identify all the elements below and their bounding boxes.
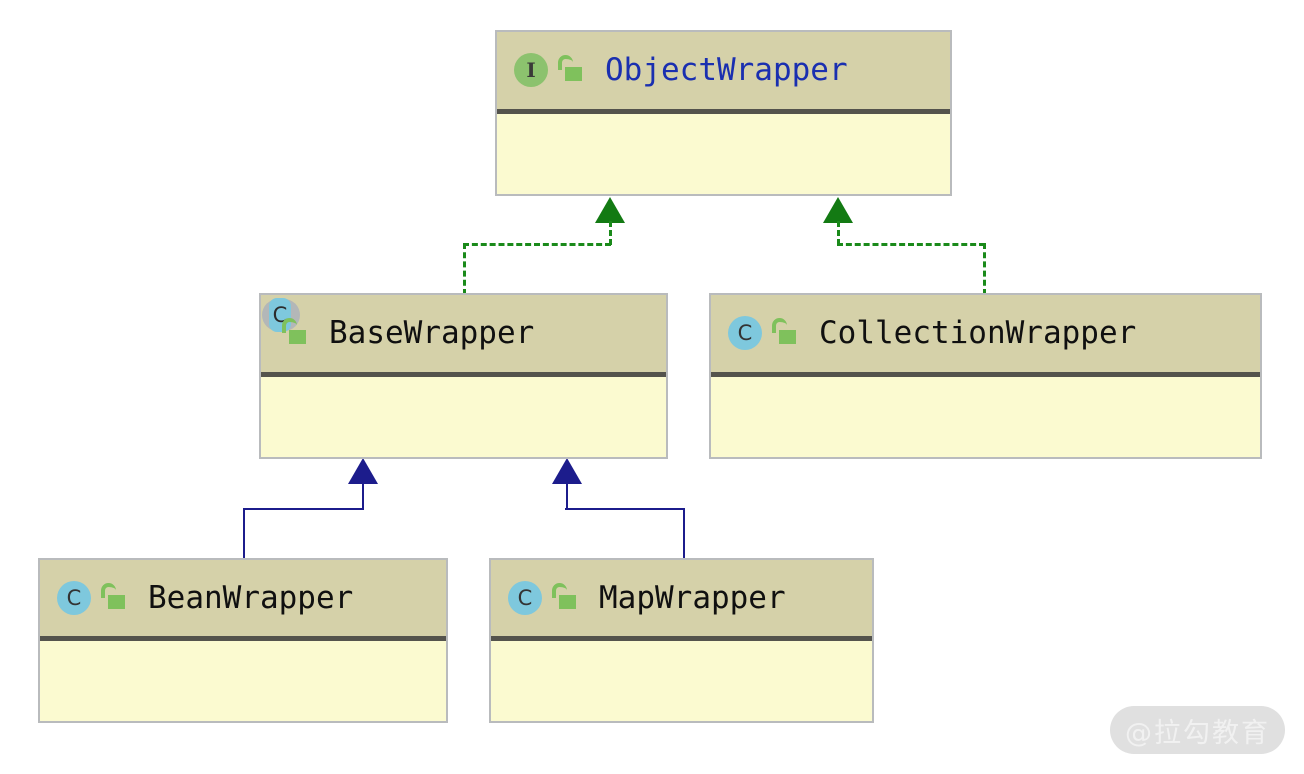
padlock-shackle <box>101 583 116 599</box>
padlock-shackle <box>282 318 297 334</box>
padlock-shackle <box>558 55 573 71</box>
class-icon: C <box>505 578 545 618</box>
class-name-map-wrapper: MapWrapper <box>599 580 786 617</box>
class-members-object-wrapper <box>497 113 950 194</box>
padlock-body <box>108 595 125 610</box>
class-box-collection-wrapper[interactable]: C CollectionWrapper <box>709 293 1262 459</box>
class-header-object-wrapper: I ObjectWrapper <box>497 32 950 114</box>
generalization-segment-bean-v2 <box>243 508 245 560</box>
realization-arrowhead-collection <box>823 197 853 223</box>
class-box-bean-wrapper[interactable]: C BeanWrapper <box>38 558 448 723</box>
class-header-map-wrapper: C MapWrapper <box>491 560 872 642</box>
class-name-object-wrapper: ObjectWrapper <box>605 52 848 89</box>
class-icon-letter: C <box>728 316 762 351</box>
class-icon: C <box>54 578 94 618</box>
class-icon: C <box>725 313 765 353</box>
class-members-collection-wrapper <box>711 376 1260 457</box>
padlock-body <box>565 67 582 82</box>
open-padlock-icon <box>771 318 797 348</box>
generalization-segment-map-h <box>565 508 684 510</box>
generalization-arrowhead-bean <box>348 458 378 484</box>
open-padlock-icon <box>557 55 583 85</box>
class-box-base-wrapper[interactable]: C BaseWrapper <box>259 293 668 459</box>
generalization-arrowhead-map <box>552 458 582 484</box>
padlock-body <box>289 330 306 345</box>
open-padlock-icon <box>100 583 126 613</box>
class-icon-letter: C <box>508 581 542 616</box>
class-members-base-wrapper <box>261 376 666 457</box>
realization-segment-collection-v2 <box>983 243 986 295</box>
padlock-shackle <box>772 318 787 334</box>
class-name-base-wrapper: BaseWrapper <box>329 315 535 352</box>
watermark: @拉勾教育 <box>1110 706 1285 754</box>
padlock-body <box>779 330 796 345</box>
padlock-body <box>559 595 576 610</box>
generalization-segment-map-v2 <box>683 508 685 560</box>
generalization-segment-bean-h <box>243 508 364 510</box>
class-name-bean-wrapper: BeanWrapper <box>148 580 354 617</box>
realization-segment-base-v1 <box>609 221 612 245</box>
class-header-base-wrapper: C BaseWrapper <box>261 295 666 377</box>
class-icon-letter: C <box>57 581 91 616</box>
open-padlock-icon <box>551 583 577 613</box>
generalization-segment-bean-v1 <box>362 482 364 509</box>
class-box-object-wrapper[interactable]: I ObjectWrapper <box>495 30 952 196</box>
interface-icon-letter: I <box>514 53 548 88</box>
realization-segment-collection-v1 <box>837 221 840 245</box>
realization-segment-collection-h <box>837 243 985 246</box>
class-members-bean-wrapper <box>40 641 446 721</box>
generalization-segment-map-v1 <box>566 482 568 509</box>
class-header-bean-wrapper: C BeanWrapper <box>40 560 446 642</box>
class-box-map-wrapper[interactable]: C MapWrapper <box>489 558 874 723</box>
open-padlock-icon <box>281 318 307 348</box>
realization-segment-base-h <box>463 243 611 246</box>
class-name-collection-wrapper: CollectionWrapper <box>819 315 1137 352</box>
padlock-shackle <box>552 583 567 599</box>
realization-arrowhead-base <box>595 197 625 223</box>
class-members-map-wrapper <box>491 641 872 721</box>
realization-segment-base-v2 <box>463 243 466 295</box>
interface-icon: I <box>511 50 551 90</box>
class-header-collection-wrapper: C CollectionWrapper <box>711 295 1260 377</box>
